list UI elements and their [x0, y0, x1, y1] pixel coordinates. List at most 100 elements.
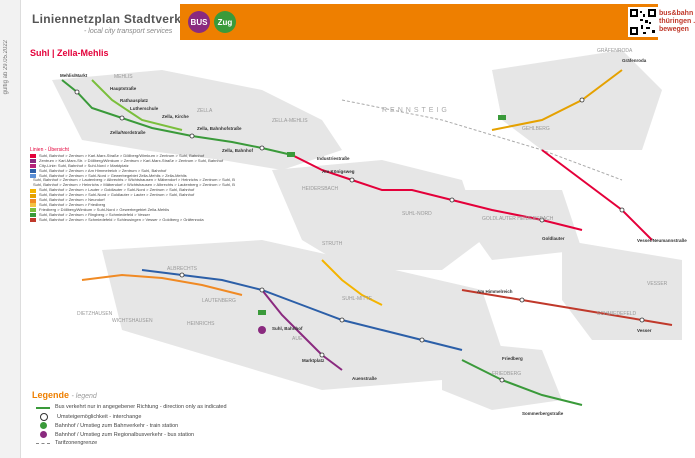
logo-area — [658, 4, 690, 40]
network-map: MEHLIS ZELLA ZELLA-MEHLIS RENNSTEIG HEID… — [22, 40, 690, 422]
line-route-text: Suhl, Bahnhof > Zentrum > Neundorf — [39, 198, 105, 203]
rennsteig-line — [341, 99, 623, 181]
label-heidersbach: HEIDERSBACH — [302, 186, 339, 192]
line-red-gehlberg — [541, 149, 653, 241]
area-suhl-nord — [272, 160, 482, 270]
brand-logo: bus&bahn thüringen ...wir bewegen — [659, 10, 695, 33]
legend-train-station: Bahnhof / Umstieg zum Bahnverkehr - trai… — [36, 422, 178, 429]
label-aue: AUE — [292, 336, 303, 342]
line-orange-west — [81, 273, 243, 296]
line-row: Zentrum > Karl-Marx-Str. > Döllberg/Wimk… — [30, 159, 235, 164]
bus-station-icon — [40, 431, 47, 438]
stop-zella-nordstrasse: Zella/Nordstraße — [110, 130, 146, 135]
stop-zella-bahnhof: Zella, Bahnhof — [222, 148, 254, 153]
label-gehlberg: GEHLBERG — [522, 126, 550, 132]
stop-auenstrasse: Auenstraße — [352, 376, 377, 381]
label-struth: STRUTH — [322, 241, 343, 247]
stop-marktplatz: Marktplatz — [302, 358, 325, 363]
line-row: Suhl, Bahnhof > Zentrum > Friedberg — [30, 203, 235, 208]
label-albrechts: ALBRECHTS — [167, 266, 198, 272]
line-row: Suhl, Bahnhof > Zentrum > Karl-Marx-Stra… — [30, 154, 235, 159]
stop-industriestrasse: Industriestraße — [317, 156, 350, 161]
legend-tariff-border: Tarifzonengrenze — [36, 440, 97, 446]
label-zella: ZELLA — [197, 108, 213, 114]
line-orange-gehlberg — [491, 69, 623, 131]
label-dietzhausen: DIETZHAUSEN — [77, 311, 113, 317]
line-color-swatch — [30, 213, 36, 218]
page-subtitle: - local city transport services — [84, 28, 173, 35]
label-suhl-mitte: SUHL-MITTE — [342, 296, 373, 302]
stop-graefenroda: Gräfenroda — [622, 58, 647, 63]
header: Liniennetzplan Stadtverkehr - local city… — [22, 4, 695, 40]
line-route-text: Friedberg > Döllberg/Wimkum > Suhl-Nord … — [39, 207, 170, 212]
line-color-swatch — [30, 208, 36, 213]
line-color-swatch — [30, 193, 36, 198]
line-color-swatch — [30, 173, 36, 178]
line-row: Suhl, Bahnhof > Zentrum > Ringberg > Sch… — [30, 213, 235, 218]
bus-badge-icon: BUS — [188, 11, 210, 33]
label-goldlauter: GOLDLAUTER HEIDERSBACH — [482, 216, 554, 222]
line-color-swatch — [30, 169, 36, 174]
line-green-east — [461, 359, 583, 406]
line-color-swatch — [30, 164, 36, 169]
region-title: Suhl | Zella-Mehlis — [30, 48, 109, 58]
stop-hauptstrasse: Hauptstraße — [110, 86, 137, 91]
page-title: Liniennetzplan Stadtverkehr — [32, 12, 201, 26]
brand-bar: BUS Zug — [180, 4, 690, 40]
line-color-swatch — [30, 203, 36, 208]
line-color-swatch — [30, 198, 36, 203]
legend-bus-station: Bahnhof / Umstieg zum Regionalbusverkehr… — [36, 431, 194, 438]
label-vesser: VESSER — [647, 281, 668, 287]
line-route-text: Suhl, Bahnhof > Zentrum > Schmiedefeld >… — [39, 217, 204, 222]
stop-zella-bahnhofstrasse: Zella, Bahnhofstraße — [197, 126, 242, 131]
stop-sommerbergstrasse: Sommerbergstraße — [522, 411, 564, 416]
stop-vesser-neumannstrasse: Vesser/Neumannstraße — [637, 238, 687, 243]
label-zella-mehlis: ZELLA-MEHLIS — [272, 118, 308, 124]
stop-am-koenigsweg: Am Königsweg — [322, 169, 355, 174]
stop-mehlis-markt: Mehlis/Markt — [60, 73, 88, 78]
line-route-text: Suhl, Bahnhof > Zentrum > Suhl-Nord > Ge… — [39, 173, 187, 178]
line-row: Suhl, Bahnhof > Zentrum > Schmiedefeld >… — [30, 218, 235, 223]
line-yellow — [321, 259, 383, 306]
qr-code-icon — [628, 7, 658, 37]
line-blue-main — [141, 269, 463, 351]
line-row: Suhl, Bahnhof > Zentrum > Lautenberg > A… — [30, 178, 235, 183]
direction-arrow-icon — [36, 407, 50, 409]
line-row: Suhl, Bahnhof > Zentrum > Suhl-Nord > Ge… — [30, 174, 235, 179]
label-friedberg: FRIEDBERG — [492, 371, 521, 377]
area-friedberg — [442, 340, 562, 410]
stop-goldlauter: Goldlauter — [542, 236, 565, 241]
line-route-text: Suhl, Bahnhof > Zentrum > Lauter > Goldl… — [39, 188, 195, 193]
area-zella-mehlis — [52, 70, 342, 170]
line-route-text: City-Linie: Suhl, Bahnhof > Suhl-Nord > … — [39, 163, 129, 168]
lines-overview-title: Linien - Übersicht — [30, 147, 69, 153]
station-markers — [258, 115, 506, 334]
area-gehlberg — [492, 50, 662, 150]
line-route-text: Suhl, Bahnhof > Zentrum > Suhl-Nord > Go… — [39, 193, 195, 198]
label-heinrichs: HEINRICHS — [187, 321, 215, 327]
stop-suhl-bahnhof: Suhl, Bahnhof — [272, 326, 303, 331]
stop-lutherschule: Lutherschule — [130, 106, 159, 111]
label-lautenberg: LAUTENBERG — [202, 298, 236, 304]
label-rennsteig: RENNSTEIG — [382, 107, 450, 114]
line-green-zella — [61, 79, 293, 156]
line-route-text: Suhl, Bahnhof > Zentrum > Am Himmelreich… — [39, 168, 167, 173]
label-graefenroda: GRÄFENRODA — [597, 47, 633, 54]
interchange-icon — [40, 413, 48, 421]
stop-friedberg: Friedberg — [502, 356, 523, 361]
line-color-swatch — [30, 218, 36, 223]
line-row: City-Linie: Suhl, Bahnhof > Suhl-Nord > … — [30, 164, 235, 169]
stop-dots — [74, 89, 645, 383]
line-route-text: Suhl, Bahnhof > Zentrum > Karl-Marx-Stra… — [39, 153, 205, 158]
line-route-text: Suhl, Bahnhof > Zentrum > Lautenberg > A… — [33, 178, 235, 183]
line-green-mehlis — [91, 79, 183, 131]
line-color-swatch — [30, 188, 36, 193]
train-station-icon — [40, 422, 47, 429]
line-row: Friedberg > Döllberg/Wimkum > Suhl-Nord … — [30, 208, 235, 213]
stop-vesser: Vesser — [637, 328, 652, 333]
line-purple — [261, 289, 343, 371]
line-row: Suhl, Bahnhof > Zentrum > Neundorf — [30, 198, 235, 203]
line-route-text: Suhl, Bahnhof > Zentrum > Heinrichs > Mä… — [33, 183, 235, 188]
train-badge-icon: Zug — [214, 11, 236, 33]
line-route-text: Suhl, Bahnhof > Zentrum > Friedberg — [39, 202, 106, 207]
